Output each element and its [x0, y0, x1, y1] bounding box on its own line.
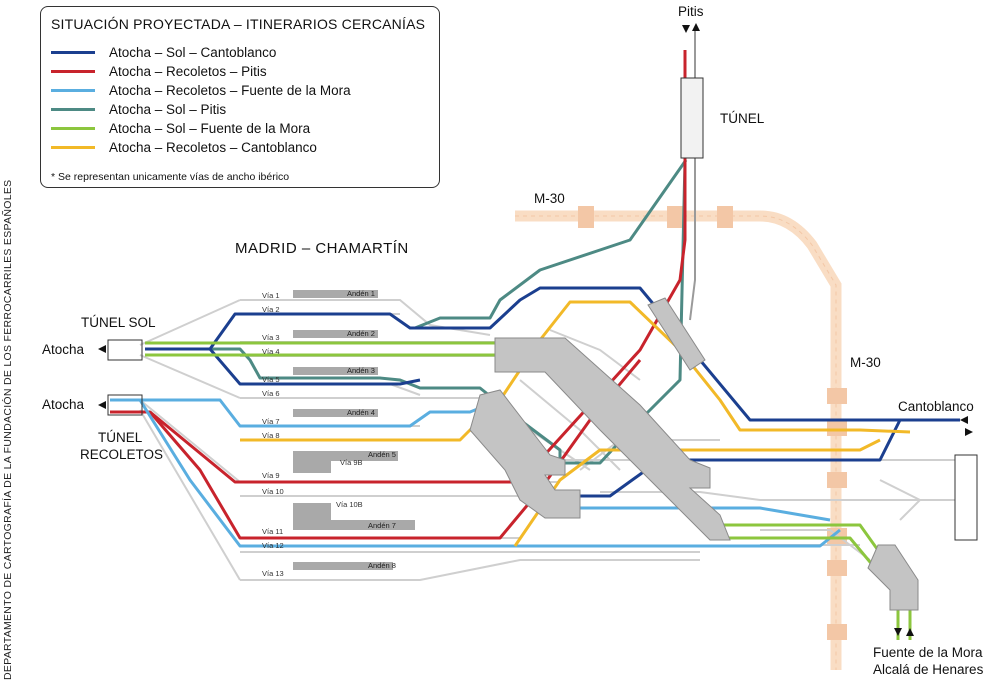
track-label: Vía 6 — [262, 389, 280, 398]
track-labels: Vía 1 Vía 2 Vía 3 Vía 4 Vía 5 Vía 6 Vía 7 Vía 8… — [262, 291, 363, 578]
legend: SITUACIÓN PROYECTADA – ITINERARIOS CERCA… — [40, 6, 440, 188]
legend-swatch — [51, 50, 95, 54]
track-label: Vía 7 — [262, 417, 280, 426]
track-label: Vía 1 — [262, 291, 280, 300]
platforms — [293, 290, 415, 570]
arrow-down-icon — [682, 25, 690, 33]
route-recoletos-fuente — [110, 398, 501, 428]
legend-label: Atocha – Sol – Pitis — [109, 101, 227, 117]
m30-bridge — [578, 206, 594, 228]
platform-label: Andén 1 — [347, 289, 375, 298]
arrow-right-icon — [965, 428, 973, 436]
arrow-left-icon — [98, 401, 106, 409]
m30-bridge — [667, 206, 683, 228]
label-alcala: Alcalá de Henares — [873, 662, 984, 677]
station-blocks — [107, 77, 978, 611]
legend-swatch — [51, 107, 95, 111]
track-label: Vía 2 — [262, 305, 280, 314]
track-label: Vía 5 — [262, 375, 280, 384]
legend-item: Atocha – Sol – Cantoblanco — [51, 43, 276, 61]
label-tunel-recoletos-2: RECOLETOS — [80, 447, 164, 462]
track-label: Vía 8 — [262, 431, 280, 440]
label-tunel-sol: TÚNEL SOL — [81, 315, 156, 330]
route-recoletos-fuente-3 — [560, 506, 831, 522]
arrow-left-icon — [98, 345, 106, 353]
route-sol-fuente-4 — [720, 536, 877, 569]
m30-bridge — [827, 472, 847, 488]
arrow-left-icon — [960, 416, 968, 424]
legend-swatch — [51, 126, 95, 130]
legend-item: Atocha – Recoletos – Fuente de la Mora — [51, 81, 351, 99]
track-label: Vía 11 — [262, 527, 283, 536]
track-label: Vía 12 — [262, 541, 284, 550]
legend-item: Atocha – Sol – Fuente de la Mora — [51, 119, 310, 137]
label-fuente-mora: Fuente de la Mora — [873, 645, 983, 660]
track-label: Vía 10B — [336, 500, 363, 509]
station-title: MADRID – CHAMARTÍN — [235, 240, 409, 257]
platform-label: Andén 5 — [368, 450, 396, 459]
platform-labels: Andén 1 Andén 2 Andén 3 Andén 4 Andén 5 Andén… — [347, 289, 396, 570]
direction-arrows — [98, 23, 973, 636]
platform-label: Andén 3 — [347, 366, 375, 375]
platform-label: Andén 2 — [347, 329, 375, 338]
route-sol-cantoblanco-lower — [208, 348, 421, 386]
arrow-down-icon — [894, 628, 902, 636]
route-sol-cantoblanco — [145, 286, 960, 422]
track-label: Vía 13 — [262, 569, 284, 578]
label-m30-right: M-30 — [850, 355, 881, 370]
legend-label: Atocha – Recoletos – Pitis — [109, 63, 267, 79]
track-label: Vía 9B — [340, 458, 363, 467]
label-cantoblanco: Cantoblanco — [898, 399, 974, 414]
legend-swatch — [51, 69, 95, 73]
m30-bridge — [827, 420, 847, 436]
platform-label: Andén 7 — [368, 521, 396, 530]
arrow-up-icon — [906, 628, 914, 636]
legend-note: * Se representan unicamente vías de anch… — [51, 171, 290, 183]
legend-title: SITUACIÓN PROYECTADA – ITINERARIOS CERCA… — [51, 16, 426, 32]
route-sol-pitis-branch — [414, 159, 688, 330]
label-m30-top: M-30 — [534, 191, 565, 206]
m30-bridge — [717, 206, 733, 228]
label-atocha-recoletos: Atocha — [42, 397, 85, 412]
legend-swatch — [51, 88, 95, 92]
arrow-up-icon — [692, 23, 700, 31]
track-label: Vía 3 — [262, 333, 280, 342]
label-pitis: Pitis — [678, 4, 704, 19]
legend-label: Atocha – Sol – Fuente de la Mora — [109, 120, 311, 136]
legend-item: Atocha – Recoletos – Cantoblanco — [51, 138, 317, 156]
track-label: Vía 10 — [262, 487, 284, 496]
track-label: Vía 9 — [262, 471, 280, 480]
m30-bridge — [827, 560, 847, 576]
credit: DEPARTAMENTO DE CARTOGRAFÍA DE LA FUNDAC… — [2, 179, 14, 680]
label-tunel-recoletos-1: TÚNEL — [98, 430, 143, 445]
platform-label: Andén 4 — [347, 408, 375, 417]
track-label: Vía 4 — [262, 347, 280, 356]
legend-label: Atocha – Recoletos – Cantoblanco — [109, 139, 317, 155]
legend-item: Atocha – Sol – Pitis — [51, 100, 226, 118]
m30-bridge — [827, 624, 847, 640]
label-atocha-sol: Atocha — [42, 342, 85, 357]
label-tunel: TÚNEL — [720, 111, 765, 126]
legend-label: Atocha – Recoletos – Fuente de la Mora — [109, 82, 351, 98]
legend-item: Atocha – Recoletos – Pitis — [51, 62, 267, 80]
legend-label: Atocha – Sol – Cantoblanco — [109, 44, 277, 60]
legend-swatch — [51, 145, 95, 149]
platform-label: Andén 8 — [368, 561, 396, 570]
m30-bridge — [827, 388, 847, 404]
route-recoletos-pitis — [110, 50, 687, 484]
route-recoletos-fuente-2 — [110, 398, 841, 548]
m30-motorway — [515, 206, 847, 670]
